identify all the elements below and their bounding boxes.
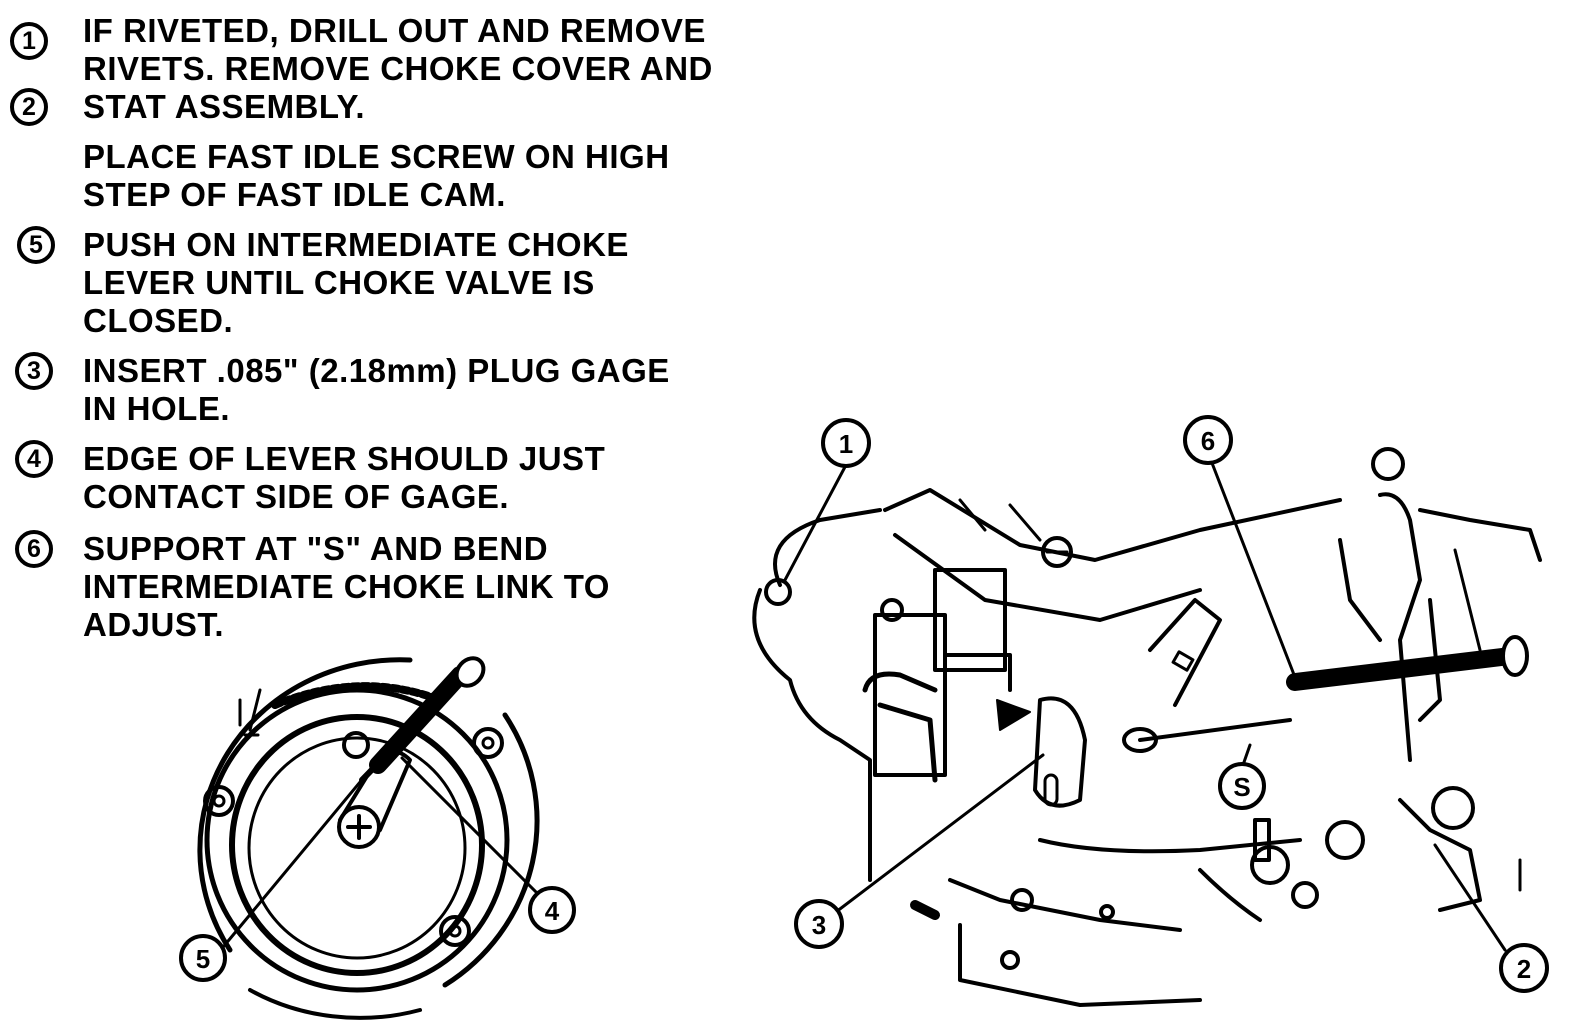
callout-3-carburetor: 3 bbox=[794, 899, 844, 949]
step-number-5: 5 bbox=[17, 226, 55, 264]
carburetor-illustration bbox=[752, 447, 1542, 1007]
step-number-3: 3 bbox=[15, 352, 53, 390]
callout-label: 4 bbox=[545, 896, 560, 926]
step-text-5: PUSH ON INTERMEDIATE CHOKE LEVER UNTIL C… bbox=[83, 226, 629, 339]
callout-2-carburetor: 2 bbox=[1499, 943, 1549, 993]
step-number-4: 4 bbox=[15, 440, 53, 478]
callout-label: 2 bbox=[1517, 954, 1531, 984]
callout-1-carburetor: 1 bbox=[821, 418, 871, 468]
callout-label: 5 bbox=[196, 944, 210, 974]
step-number-2: 2 bbox=[10, 88, 48, 126]
callout-label: 3 bbox=[812, 910, 826, 940]
support-point-marker: S bbox=[1218, 762, 1266, 810]
support-label: S bbox=[1233, 772, 1250, 802]
step-number-6: 6 bbox=[15, 530, 53, 568]
callout-4-choke: 4 bbox=[528, 886, 576, 934]
step-text-1: IF RIVETED, DRILL OUT AND REMOVE RIVETS.… bbox=[83, 12, 713, 87]
choke-housing-illustration bbox=[197, 656, 540, 1020]
callout-6-carburetor: 6 bbox=[1183, 415, 1233, 465]
callout-label: 6 bbox=[1201, 426, 1215, 456]
callout-label: 1 bbox=[839, 429, 853, 459]
step-text-2: STAT ASSEMBLY. bbox=[83, 88, 366, 125]
step-text-3: INSERT .085" (2.18mm) PLUG GAGE IN HOLE. bbox=[83, 352, 670, 427]
step-text-fast-idle: PLACE FAST IDLE SCREW ON HIGH STEP OF FA… bbox=[83, 138, 670, 213]
step-text-4: EDGE OF LEVER SHOULD JUST CONTACT SIDE O… bbox=[83, 440, 606, 515]
step-text-6: SUPPORT AT "S" AND BEND INTERMEDIATE CHO… bbox=[83, 530, 610, 643]
callout-5-choke: 5 bbox=[179, 934, 227, 982]
step-number-1: 1 bbox=[10, 22, 48, 60]
